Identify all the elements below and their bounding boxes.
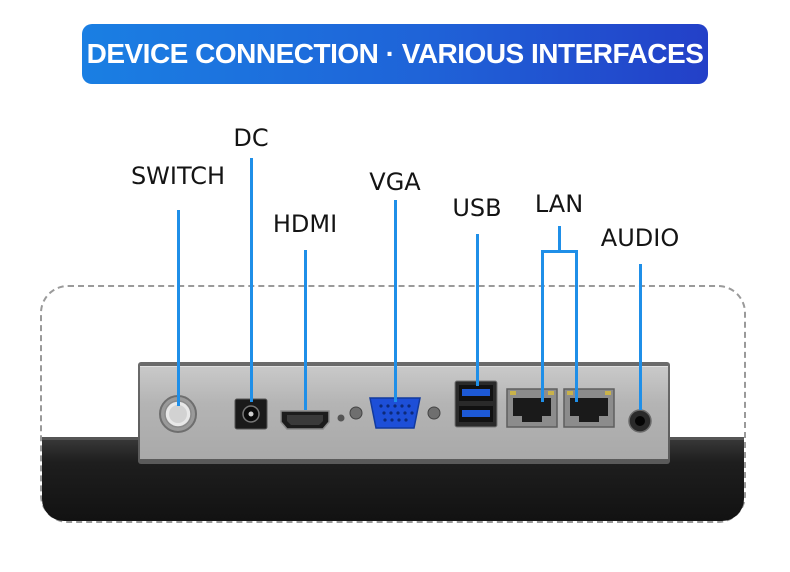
audio-jack-icon[interactable]	[627, 408, 653, 434]
lan-port-2-icon[interactable]	[563, 388, 615, 428]
leader-vga	[394, 200, 397, 402]
leader-dc	[250, 158, 253, 402]
leader-lan-stem	[558, 226, 561, 252]
usb-port-icon[interactable]	[454, 380, 498, 428]
lan-port-1-icon[interactable]	[506, 388, 558, 428]
leader-lan-2	[575, 250, 578, 402]
label-lan: LAN	[534, 190, 584, 218]
leader-hdmi	[304, 250, 307, 410]
label-usb: USB	[452, 194, 502, 222]
leader-audio	[639, 264, 642, 410]
leader-lan-bar	[541, 250, 578, 253]
label-vga: VGA	[369, 168, 421, 196]
leader-lan-1	[541, 250, 544, 402]
leader-switch	[177, 210, 180, 406]
title-banner: DEVICE CONNECTION · VARIOUS INTERFACES	[82, 24, 708, 84]
hdmi-port-icon[interactable]	[279, 409, 331, 431]
label-audio: AUDIO	[600, 224, 680, 252]
leader-usb	[476, 234, 479, 386]
dc-jack-icon[interactable]	[234, 398, 268, 430]
label-switch: SWITCH	[130, 162, 226, 190]
device-outline	[40, 285, 746, 523]
screw-hole-icon	[337, 414, 345, 422]
label-dc: DC	[233, 124, 269, 152]
banner-title: DEVICE CONNECTION · VARIOUS INTERFACES	[86, 38, 704, 69]
vga-port-icon[interactable]	[348, 395, 442, 431]
label-hdmi: HDMI	[272, 210, 338, 238]
